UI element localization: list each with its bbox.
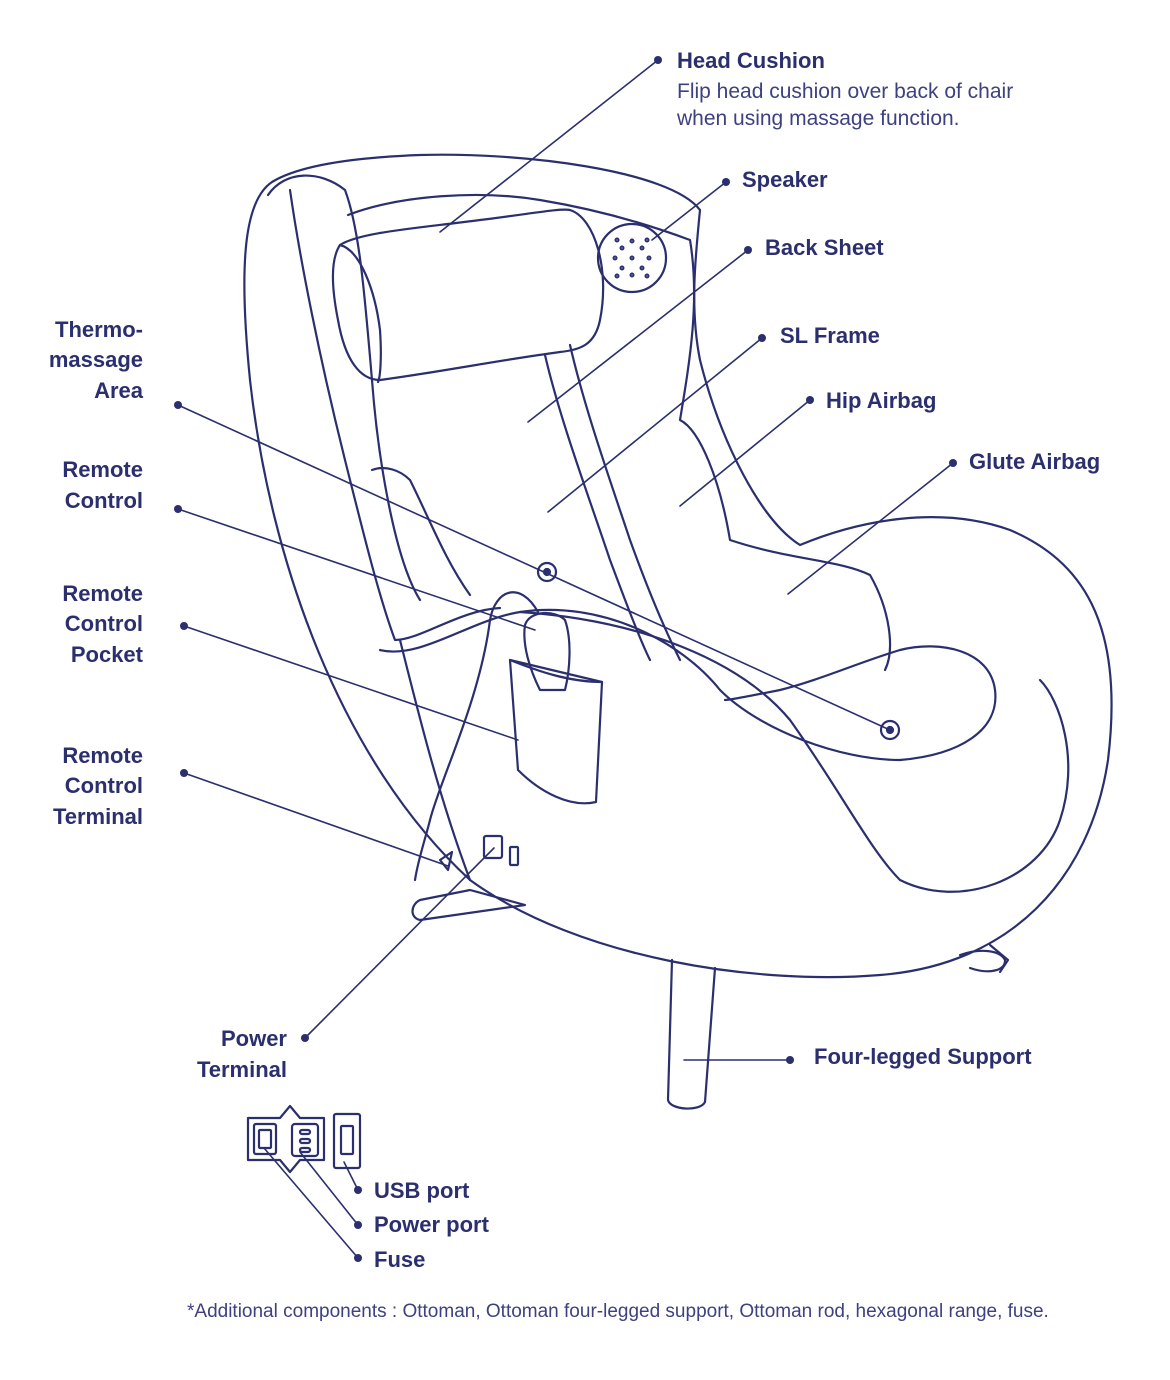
- thermo-cushion: [370, 466, 472, 597]
- remote-cable: [413, 591, 540, 882]
- label-remote-control-line-2: Control: [64, 488, 143, 513]
- label-remote-pocket-line-1: Remote: [62, 581, 143, 606]
- power-panel-detail: [246, 1104, 362, 1174]
- backrest: [346, 193, 892, 672]
- remote-control: [523, 612, 571, 692]
- label-remote-terminal-line-1: Remote: [62, 743, 143, 768]
- label-speaker: Speaker: [742, 167, 828, 192]
- label-power-port: Power port: [374, 1212, 489, 1237]
- head-cushion-end: [338, 243, 382, 384]
- label-remote-control-line-1: Remote: [62, 457, 143, 482]
- label-usb-port: USB port: [374, 1178, 470, 1203]
- base-right: [958, 949, 1007, 973]
- power-terminal-small: [482, 834, 504, 860]
- remote-terminal-plug: [438, 850, 454, 872]
- label-remote-terminal-line-2: Control: [64, 773, 143, 798]
- head-cushion-note-line-1: Flip head cushion over back of chair: [677, 80, 1014, 103]
- label-power-terminal-line-2: Terminal: [196, 1057, 287, 1082]
- thermo-marker-upper: [536, 561, 558, 583]
- chair-inner-edge: [266, 174, 422, 602]
- base-right-bar: [988, 943, 1010, 974]
- sl-frame-rail: [543, 353, 652, 662]
- base-front-left: [411, 888, 527, 922]
- side-panel-lower: [398, 638, 472, 882]
- label-remote-pocket-line-2: Control: [64, 611, 143, 636]
- label-thermo-line-3: Area: [94, 378, 143, 403]
- label-thermo-line-2: massage: [48, 347, 143, 372]
- chair-side-panel: [288, 188, 502, 642]
- label-remote-pocket-line-3: Pocket: [70, 642, 143, 667]
- seat-front-curve: [518, 610, 1070, 893]
- head-cushion-note-line-2: when using massage function.: [677, 107, 960, 130]
- thermo-marker-lower: [879, 719, 901, 741]
- head-cushion: [331, 208, 605, 382]
- label-hip-airbag: Hip Airbag: [826, 388, 937, 413]
- speaker-housing: [596, 222, 668, 294]
- remote-pocket: [508, 658, 604, 805]
- label-fuse: Fuse: [374, 1247, 426, 1272]
- footnote-additional-components: *Additional components : Ottoman, Ottoma…: [187, 1301, 1049, 1322]
- label-head-cushion: Head Cushion: [677, 48, 825, 73]
- sl-frame-rail-2: [568, 343, 682, 662]
- leader-lines: [177, 59, 954, 1259]
- label-sl-frame: SL Frame: [780, 323, 880, 348]
- label-back-sheet: Back Sheet: [765, 235, 884, 260]
- label-remote-terminal-line-3: Terminal: [52, 804, 143, 829]
- seat-inner-curve: [378, 608, 997, 762]
- rear-leg: [666, 958, 717, 1110]
- chair-outer-shell: [243, 153, 1113, 979]
- label-glute-airbag: Glute Airbag: [969, 449, 1101, 474]
- label-power-terminal-line-1: Power: [220, 1026, 287, 1051]
- label-four-legged-support: Four-legged Support: [814, 1044, 1032, 1069]
- label-thermo-line-1: Thermo-: [55, 317, 143, 342]
